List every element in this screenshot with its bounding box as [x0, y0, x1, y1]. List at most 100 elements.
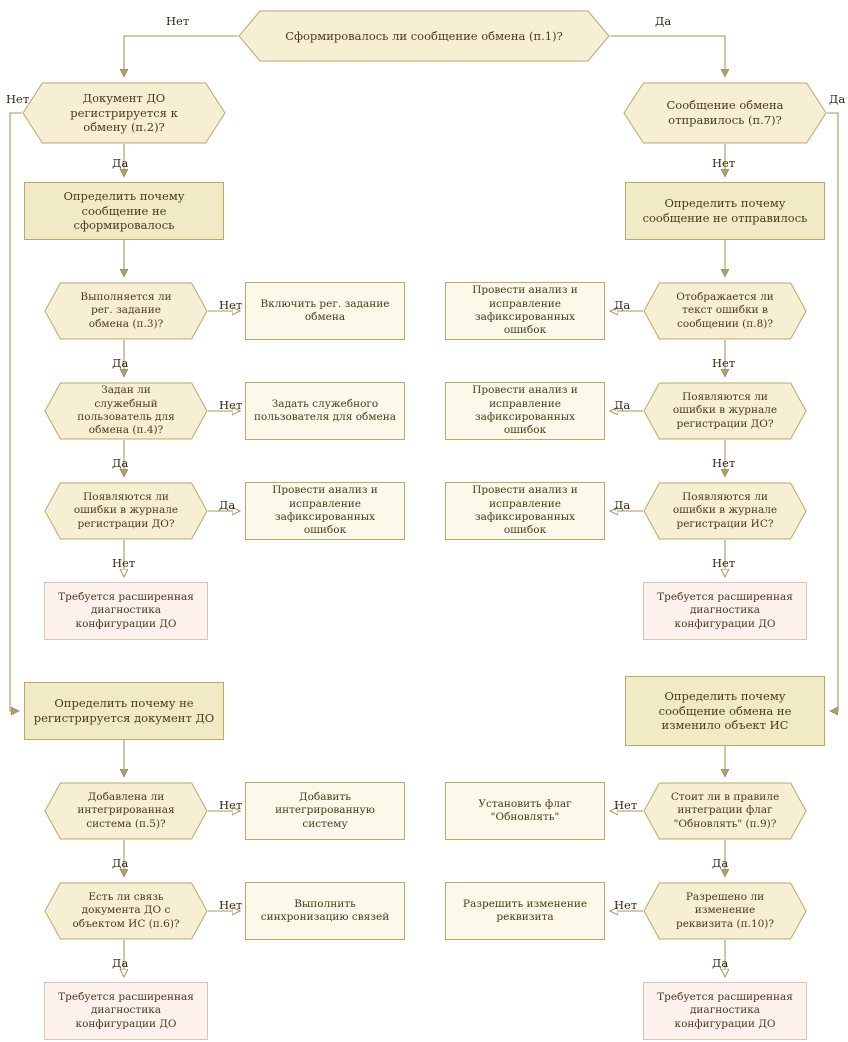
terminal-node-m9[interactable]: Требуется расширенная диагностика конфиг…: [643, 582, 807, 640]
process-node-label: Провести анализ и исправление зафиксиров…: [472, 484, 578, 537]
hexagon-shape: [22, 82, 226, 144]
decision-node-label: Сообщение обмена отправилось (п.7)?: [666, 98, 784, 127]
process-node-label: Добавить интегрированную систему: [275, 790, 375, 830]
process-node-label: Определить почему сообщение обмена не из…: [658, 688, 792, 733]
decision-node-m11[interactable]: Стоит ли в правиле интеграции флаг "Обно…: [643, 782, 807, 840]
hexagon-shape: [44, 782, 208, 840]
process-node-n11[interactable]: Определить почему не регистрируется доку…: [24, 682, 224, 740]
edge-label-el24: Нет: [614, 898, 638, 912]
terminal-node-n16[interactable]: Требуется расширенная диагностика конфиг…: [44, 982, 208, 1040]
decision-node-n12[interactable]: Добавлена ли интегрированная система (п.…: [44, 782, 208, 840]
decision-node-m13[interactable]: Разрешено ли изменение реквизита (п.10)?: [643, 882, 807, 940]
edge-label-el21: Нет: [219, 798, 243, 812]
hexagon-shape: [643, 482, 807, 540]
process-node-label: Провести анализ и исправление зафиксиров…: [472, 284, 578, 337]
connector-n1-right-to-m1-top: [610, 35, 725, 76]
decision-node-n2[interactable]: Документ ДО регистрируется к обмену (п.2…: [22, 82, 226, 144]
edge-label-el20: Да: [712, 856, 729, 870]
edge-label-el10: Нет: [712, 356, 736, 370]
decision-node-label: Есть ли связь документа ДО с объектом ИС…: [72, 890, 180, 930]
hexagon-shape: [623, 82, 827, 144]
process-node-label: Требуется расширенная диагностика конфиг…: [657, 990, 793, 1030]
edge-label-el1: Нет: [166, 14, 190, 28]
edge-label-el16: Да: [614, 498, 631, 512]
edge-label-el3: Нет: [6, 92, 30, 106]
hexagon-shape: [643, 782, 807, 840]
decision-node-n4[interactable]: Выполняется ли рег. задание обмена (п.3)…: [44, 282, 208, 340]
process-node-label: Определить почему сообщение не отправило…: [642, 196, 808, 225]
decision-node-m3[interactable]: Отображается ли текст ошибки в сообщении…: [643, 282, 807, 340]
decision-node-n8[interactable]: Появляются ли ошибки в журнале регистрац…: [44, 482, 208, 540]
edge-label-el9: Да: [112, 356, 129, 370]
connector-m1-right-to-m10-right: [827, 112, 839, 711]
edge-label-el2: Да: [655, 14, 672, 28]
edge-label-el4: Да: [829, 92, 846, 106]
edge-label-el15: Да: [219, 498, 236, 512]
decision-node-label: Добавлена ли интегрированная система (п.…: [77, 790, 175, 830]
decision-node-label: Появляются ли ошибки в журнале регистрац…: [73, 490, 179, 530]
edge-label-el8: Да: [614, 298, 631, 312]
hexagon-shape: [44, 382, 208, 440]
edge-label-el13: Да: [112, 456, 129, 470]
decision-node-label: Стоит ли в правиле интеграции флаг "Обно…: [670, 790, 780, 830]
process-node-m2[interactable]: Определить почему сообщение не отправило…: [625, 182, 825, 240]
connector-n1-left-to-n2-top: [124, 35, 238, 76]
process-node-label: Провести анализ и исправление зафиксиров…: [472, 384, 578, 437]
hexagon-shape: [643, 882, 807, 940]
decision-node-n1[interactable]: Сформировалось ли сообщение обмена (п.1)…: [238, 10, 610, 62]
action-node-m6[interactable]: Провести анализ и исправление зафиксиров…: [445, 382, 605, 440]
decision-node-label: Появляются ли ошибки в журнале регистрац…: [672, 490, 778, 530]
process-node-label: Определить почему сообщение не сформиров…: [63, 188, 185, 233]
process-node-label: Провести анализ и исправление зафиксиров…: [272, 484, 378, 537]
connector-n2-left-to-n11-left: [9, 112, 22, 711]
action-node-n13[interactable]: Добавить интегрированную систему: [245, 782, 405, 840]
terminal-node-m15[interactable]: Требуется расширенная диагностика конфиг…: [643, 982, 807, 1040]
process-node-label: Определить почему не регистрируется доку…: [33, 696, 215, 725]
hexagon-shape: [238, 10, 610, 62]
action-node-m4[interactable]: Провести анализ и исправление зафиксиров…: [445, 282, 605, 340]
decision-node-m1[interactable]: Сообщение обмена отправилось (п.7)?: [623, 82, 827, 144]
decision-node-n6[interactable]: Задан ли служебный пользователь для обме…: [44, 382, 208, 440]
action-node-n9[interactable]: Провести анализ и исправление зафиксиров…: [245, 482, 405, 540]
process-node-label: Установить флаг "Обновлять": [478, 797, 572, 823]
edge-label-el5: Да: [112, 156, 129, 170]
action-node-m12[interactable]: Установить флаг "Обновлять": [445, 782, 605, 840]
hexagon-shape: [643, 382, 807, 440]
decision-node-label: Задан ли служебный пользователь для обме…: [77, 384, 175, 437]
decision-node-label: Документ ДО регистрируется к обмену (п.2…: [70, 90, 178, 135]
process-node-label: Требуется расширенная диагностика конфиг…: [58, 590, 194, 630]
decision-node-label: Сформировалось ли сообщение обмена (п.1)…: [285, 28, 563, 43]
edge-label-el18: Нет: [712, 556, 736, 570]
action-node-n7[interactable]: Задать служебного пользователя для обмен…: [245, 382, 405, 440]
terminal-node-n10[interactable]: Требуется расширенная диагностика конфиг…: [44, 582, 208, 640]
edge-label-el22: Нет: [614, 798, 638, 812]
edge-label-el25: Да: [112, 956, 129, 970]
process-node-label: Разрешить изменение реквизита: [462, 897, 588, 923]
decision-node-m5[interactable]: Появляются ли ошибки в журнале регистрац…: [643, 382, 807, 440]
process-node-n3[interactable]: Определить почему сообщение не сформиров…: [24, 182, 224, 240]
decision-node-label: Разрешено ли изменение реквизита (п.10)?: [675, 890, 775, 930]
edge-label-el23: Нет: [219, 898, 243, 912]
decision-node-label: Отображается ли текст ошибки в сообщении…: [676, 290, 774, 330]
edge-label-el19: Да: [112, 856, 129, 870]
decision-node-m7[interactable]: Появляются ли ошибки в журнале регистрац…: [643, 482, 807, 540]
edge-label-el12: Да: [614, 398, 631, 412]
edge-label-el17: Нет: [112, 556, 136, 570]
hexagon-shape: [643, 282, 807, 340]
edge-label-el14: Нет: [712, 456, 736, 470]
decision-node-label: Выполняется ли рег. задание обмена (п.3)…: [80, 290, 172, 330]
process-node-label: Включить рег. задание обмена: [260, 297, 390, 323]
action-node-m14[interactable]: Разрешить изменение реквизита: [445, 882, 605, 940]
process-node-m10[interactable]: Определить почему сообщение обмена не из…: [625, 676, 825, 746]
action-node-n15[interactable]: Выполнить синхронизацию связей: [245, 882, 405, 940]
action-node-n5[interactable]: Включить рег. задание обмена: [245, 282, 405, 340]
edge-label-el7: Нет: [219, 298, 243, 312]
hexagon-shape: [44, 482, 208, 540]
hexagon-shape: [44, 282, 208, 340]
action-node-m8[interactable]: Провести анализ и исправление зафиксиров…: [445, 482, 605, 540]
decision-node-label: Появляются ли ошибки в журнале регистрац…: [672, 390, 778, 430]
process-node-label: Задать служебного пользователя для обмен…: [254, 397, 396, 423]
decision-node-n14[interactable]: Есть ли связь документа ДО с объектом ИС…: [44, 882, 208, 940]
